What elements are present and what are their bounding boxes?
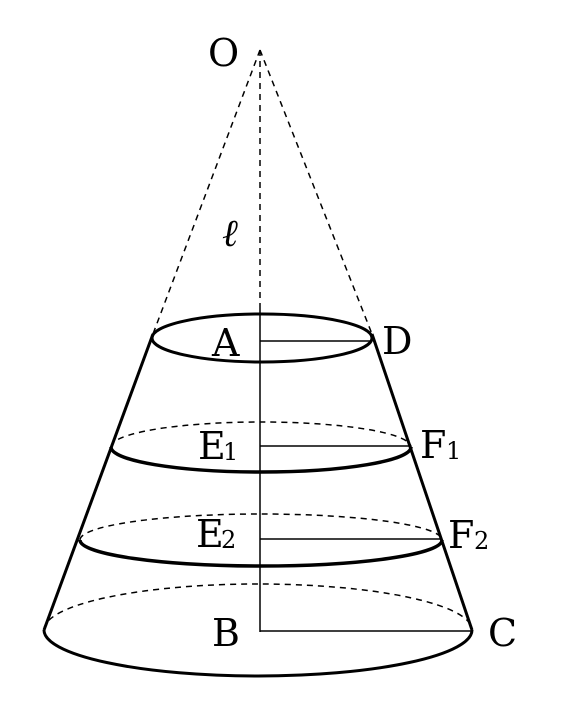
label-E1-sub: 1 [223, 438, 238, 466]
label-D: D [382, 319, 412, 363]
apex-right-dashed-line [259, 49, 373, 335]
ring2-front [78, 539, 444, 568]
label-F1: F [420, 423, 446, 467]
ring1-front [109, 446, 413, 474]
label-F2: F [448, 513, 474, 557]
label-F2-sub: 2 [474, 527, 489, 555]
label-F1-sub: 1 [446, 437, 461, 465]
label-O: O [208, 31, 239, 75]
ring2-back [79, 513, 443, 541]
ring1-back [110, 421, 412, 448]
top-ellipse [150, 312, 374, 364]
label-ell: ℓ [222, 211, 238, 255]
apex-left-dashed-line [152, 49, 261, 335]
bottom-front [42, 629, 474, 678]
left-slant-side [42, 333, 155, 631]
right-slant-side [370, 333, 474, 631]
label-B: B [212, 611, 240, 655]
label-E1: E [198, 424, 226, 468]
label-E2-sub: 2 [221, 526, 236, 554]
bottom-back [43, 583, 473, 631]
label-A: A [211, 321, 240, 365]
label-E2: E [196, 512, 224, 556]
label-C: C [488, 611, 517, 655]
